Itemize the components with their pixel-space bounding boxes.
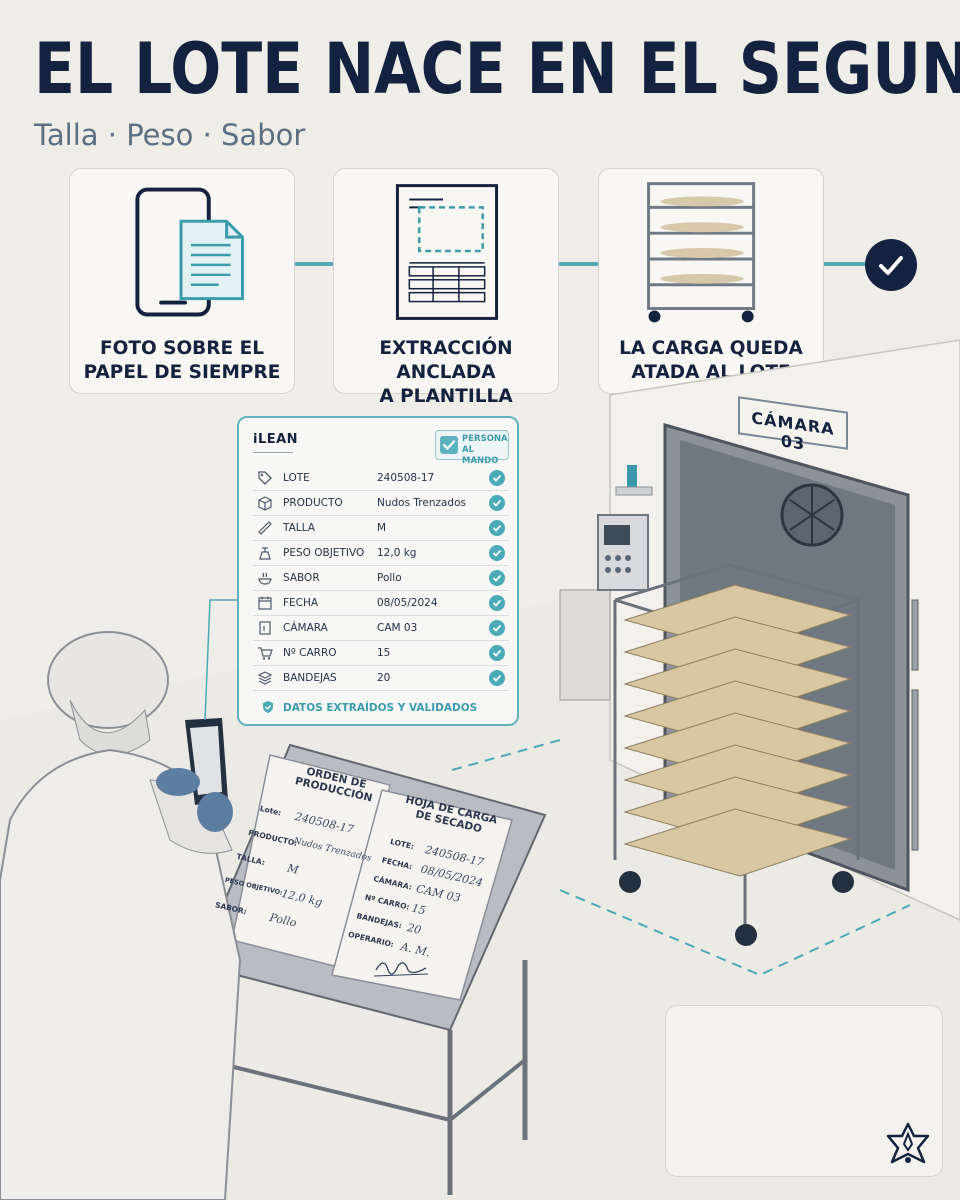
- check-icon: [489, 670, 505, 686]
- row-value: 20: [377, 672, 391, 684]
- step-label-line: A PLANTILLA: [379, 386, 513, 407]
- data-row-sabor: SABOR Pollo: [253, 566, 509, 591]
- data-row-camara: CÁMARA CAM 03: [253, 616, 509, 641]
- step-label-line: PAPEL DE SIEMPRE: [83, 362, 281, 383]
- data-row-talla: TALLA M: [253, 516, 509, 541]
- signature-mark: [373, 962, 429, 977]
- brand-name: iLEAN: [253, 432, 299, 447]
- step-card-extraction: EXTRACCIÓN ANCLADA A PLANTILLA: [333, 168, 559, 407]
- door-icon: [259, 621, 271, 635]
- ruler-icon: [258, 521, 272, 535]
- check-icon: [865, 239, 917, 291]
- row-key: TALLA: [283, 522, 315, 534]
- row-value: 08/05/2024: [377, 597, 438, 609]
- step-label-line: FOTO SOBRE EL: [99, 338, 265, 359]
- badge-label: PERSONA AL MANDO: [462, 434, 508, 466]
- shield-check-icon: [263, 701, 273, 713]
- step-label: FOTO SOBRE EL PAPEL DE SIEMPRE: [70, 337, 294, 385]
- tag-icon: [258, 471, 272, 485]
- step-label-line: EXTRACCIÓN ANCLADA: [379, 338, 513, 383]
- check-icon: [489, 645, 505, 661]
- flower-logo-icon: [886, 1122, 930, 1164]
- check-icon: [489, 495, 505, 511]
- data-rows: LOTE 240508-17 PRODUCTO Nudos Trenzados …: [253, 466, 509, 691]
- row-key: CÁMARA: [283, 622, 328, 634]
- cart-icon: [258, 647, 273, 660]
- row-value: Pollo: [377, 572, 402, 584]
- row-value: 15: [377, 647, 391, 659]
- connector-line: [824, 262, 866, 266]
- doc-field-value: 20: [405, 921, 423, 937]
- row-value: CAM 03: [377, 622, 418, 634]
- doc-field-value: M: [285, 861, 300, 877]
- check-icon: [489, 620, 505, 636]
- step-card-load: LA CARGA QUEDA ATADA AL LOTE: [598, 168, 824, 394]
- step-card-photo: FOTO SOBRE EL PAPEL DE SIEMPRE: [69, 168, 295, 394]
- check-icon: [489, 595, 505, 611]
- data-row-producto: PRODUCTO Nudos Trenzados: [253, 491, 509, 516]
- row-value: M: [377, 522, 387, 534]
- row-value: 240508-17: [377, 472, 435, 484]
- row-key: BANDEJAS: [283, 672, 337, 684]
- step-label-line: LA CARGA QUEDA: [619, 338, 803, 359]
- page-subtitle: Talla · Peso · Sabor: [34, 118, 306, 152]
- checkbox-icon: [440, 436, 458, 454]
- bowl-icon: [258, 572, 272, 585]
- doc-field-key: LOTE:: [389, 836, 415, 852]
- row-key: PRODUCTO: [283, 497, 343, 509]
- panel-footer-status: DATOS EXTRAÍDOS Y VALIDADOS: [283, 702, 478, 714]
- rack-cart-icon: [647, 182, 756, 323]
- doc-field-key: FECHA:: [380, 855, 414, 872]
- row-value: 12,0 kg: [377, 547, 417, 559]
- divider: [253, 452, 293, 453]
- row-key: PESO OBJETIVO: [283, 547, 365, 559]
- row-key: FECHA: [283, 597, 319, 609]
- connector-line: [558, 262, 598, 266]
- calendar-icon: [258, 596, 272, 610]
- page-title: EL LOTE NACE EN EL SEGUNDO CERO: [34, 28, 960, 111]
- extracted-data-panel: iLEAN PERSONA AL MANDO LOTE 240508-17 PR…: [237, 416, 519, 726]
- check-icon: [489, 520, 505, 536]
- row-key: SABOR: [283, 572, 320, 584]
- doc-field-value: Pollo: [268, 910, 298, 930]
- scale-icon: [259, 547, 271, 560]
- doc-field-value: 15: [410, 901, 427, 918]
- check-icon: [489, 470, 505, 486]
- template-form-icon: [395, 184, 499, 320]
- doc-field-key: Lote:: [259, 803, 283, 818]
- data-row-peso: PESO OBJETIVO 12,0 kg: [253, 541, 509, 566]
- human-in-command-badge: PERSONA AL MANDO: [435, 430, 509, 466]
- step-label: EXTRACCIÓN ANCLADA A PLANTILLA: [334, 337, 558, 409]
- box-icon: [258, 496, 272, 511]
- data-row-bandejas: BANDEJAS 20: [253, 666, 509, 691]
- data-row-fecha: FECHA 08/05/2024: [253, 591, 509, 616]
- data-row-carro: Nº CARRO 15: [253, 641, 509, 666]
- check-icon: [489, 545, 505, 561]
- check-icon: [489, 570, 505, 586]
- data-row-lote: LOTE 240508-17: [253, 466, 509, 491]
- phone-document-icon: [135, 187, 244, 317]
- row-key: Nº CARRO: [283, 647, 337, 659]
- row-value: Nudos Trenzados: [377, 497, 466, 509]
- row-key: LOTE: [283, 472, 310, 484]
- layers-icon: [257, 671, 273, 685]
- connector-line: [294, 262, 334, 266]
